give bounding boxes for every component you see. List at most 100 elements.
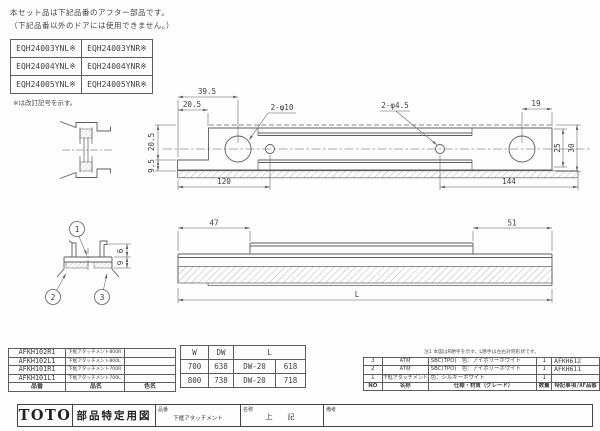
table-row: AFKH101L1 下框アタッチメント700L: [8, 373, 176, 384]
part-code: AFKH101R1: [8, 365, 66, 375]
part-name: 下框アタッチメント700L: [65, 373, 125, 384]
bom-name: 下框アタッチメント: [381, 373, 429, 383]
table-cell: 718: [275, 373, 306, 388]
table-cell: EQH24003YNR※: [81, 39, 153, 58]
dim-holes-small: 2-φ4.5: [381, 101, 408, 110]
part-color: [124, 373, 176, 384]
table-row: 700 638 DW-20 618: [180, 359, 306, 374]
bom-remark: [551, 373, 600, 383]
column-header: NO: [363, 381, 383, 392]
dim-holes-large: 2-φ10: [271, 103, 294, 112]
bom-no: 3: [363, 356, 383, 367]
table-header-row: 品番 品名 色名: [8, 382, 176, 392]
column-header: 品番: [8, 382, 66, 392]
dim-20-5-left: 20.5: [147, 133, 156, 151]
dim-19: 19: [531, 99, 541, 108]
dim-47: 47: [209, 219, 218, 228]
section-detail-balloons: [45, 221, 110, 305]
header-note-line2: （下記品番以外のドアには使用できません。）: [10, 21, 175, 30]
part-name: 下框アタッチメント800R: [65, 348, 125, 358]
dim-6: 6: [116, 248, 125, 253]
title-remarks-cell: 備考: [323, 405, 592, 426]
column-header: 品名: [65, 382, 125, 392]
bom-remark: AFKH611: [551, 365, 600, 375]
part-color: [124, 356, 176, 367]
toto-logo: TOTO: [18, 407, 72, 424]
plan-view-outline: [163, 124, 590, 179]
bom-no: 1: [363, 373, 383, 383]
applicable-door-table: EQH24003YNL※ EQH24003YNR※ EQH24004YNL※ E…: [10, 39, 153, 94]
bom-spec: SBC(TPO) 色：アイボリーホワイト: [427, 356, 538, 367]
table-cell: 638: [208, 359, 234, 374]
plan-view-dimensions: [155, 95, 581, 190]
title-block: TOTO 部品特定用図 品番 下框アタッチメント 名称 上 記 備考: [17, 404, 593, 427]
revision-footnote: ※は改訂記号を示す。: [13, 99, 77, 107]
column-header: 数量: [536, 381, 553, 392]
balloon-3: 3: [100, 293, 105, 302]
table-row: EQH24004YNL※ EQH24004YNR※: [10, 57, 153, 76]
table-cell: DW-20: [233, 359, 276, 374]
name-value: 上 記: [265, 413, 299, 421]
size-table: W DW L 700 638 DW-20 618 800 738 DW-20 7…: [180, 345, 306, 388]
column-header: L: [233, 345, 306, 360]
part-no-value: 下框アタッチメント: [173, 415, 223, 422]
bom-qty: 1: [536, 356, 553, 367]
table-row: AFKH101R1 下框アタッチメント700R: [8, 365, 176, 375]
table-cell: 618: [275, 359, 306, 374]
bom-name: AT材: [381, 365, 429, 375]
side-view-dimensions: [177, 226, 553, 303]
table-cell: DW-20: [233, 373, 276, 388]
table-cell: EQH24005YNL※: [10, 75, 82, 94]
name-label: 名称: [243, 406, 254, 413]
dim-25: 25: [553, 143, 562, 152]
section-detail-dimensions: [108, 243, 131, 269]
table-cell: EQH24004YNR※: [81, 57, 153, 76]
handedness-note: 注1 本図はR勝手を示す。L勝手は左右対称形状です。: [424, 350, 540, 355]
table-cell: 800: [180, 373, 209, 388]
table-row: AFKH102L1 下框アタッチメント800L: [8, 356, 176, 367]
balloon-1: 1: [75, 225, 80, 234]
table-cell: EQH24004YNL※: [10, 57, 82, 76]
dim-length-L: L: [355, 290, 360, 299]
column-header: DW: [208, 345, 234, 360]
bom-no: 2: [363, 365, 383, 375]
part-code: AFKH102L1: [8, 356, 66, 367]
parts-list-table: AFKH102R1 下框アタッチメント800R AFKH102L1 下框アタッチ…: [8, 348, 176, 392]
title-name-cell: 名称 上 記: [240, 405, 323, 426]
table-cell: 700: [180, 359, 209, 374]
column-header: W: [180, 345, 209, 360]
dim-9: 9: [116, 260, 125, 265]
dim-9-5: 9.5: [147, 159, 156, 173]
section-view-installed: [59, 121, 112, 179]
table-cell: EQH24005YNR※: [81, 75, 153, 94]
part-name: 下框アタッチメント700R: [65, 365, 125, 375]
bom-spec: 色：シルキーホワイト: [427, 373, 538, 383]
part-code: AFKH101L1: [8, 373, 66, 384]
side-view-dimension-labels: 47 51 L: [209, 219, 517, 300]
part-name: 下框アタッチメント800L: [65, 356, 125, 367]
table-cell: EQH24003YNL※: [10, 39, 82, 58]
dim-30: 30: [567, 143, 576, 153]
part-no-label: 品番: [158, 406, 169, 413]
column-header: 特記事項/AF品番: [551, 381, 600, 392]
table-row: 1 下框アタッチメント 色：シルキーホワイト 1: [363, 373, 600, 383]
table-cell: 738: [208, 373, 234, 388]
document-type: 部品特定用図: [72, 405, 155, 426]
side-view-outline: [177, 242, 553, 286]
column-header: 名称: [381, 381, 429, 392]
table-row: 800 738 DW-20 718: [180, 373, 306, 388]
part-code: AFKH102R1: [8, 348, 66, 358]
part-color: [124, 348, 176, 358]
column-header: 仕様・材質（グレード）: [427, 381, 538, 392]
balloon-2: 2: [51, 293, 56, 302]
plan-view-dimension-labels: 39.5 20.5 2-φ10 2-φ4.5 19 20.5 9.5 120 1…: [147, 87, 576, 186]
bom-table: 3 AT材 SBC(TPO) 色：アイボリーホワイト 1 AFKH612 2 A…: [363, 356, 600, 392]
remarks-label: 備考: [326, 406, 337, 413]
column-header: 色名: [124, 382, 176, 392]
table-row: 2 AT材 SBC(TPO) 色：アイボリーホワイト 1 AFKH611: [363, 365, 600, 375]
table-row: EQH24003YNL※ EQH24003YNR※: [10, 39, 153, 58]
bom-qty: 1: [536, 373, 553, 383]
dim-51: 51: [507, 219, 517, 228]
